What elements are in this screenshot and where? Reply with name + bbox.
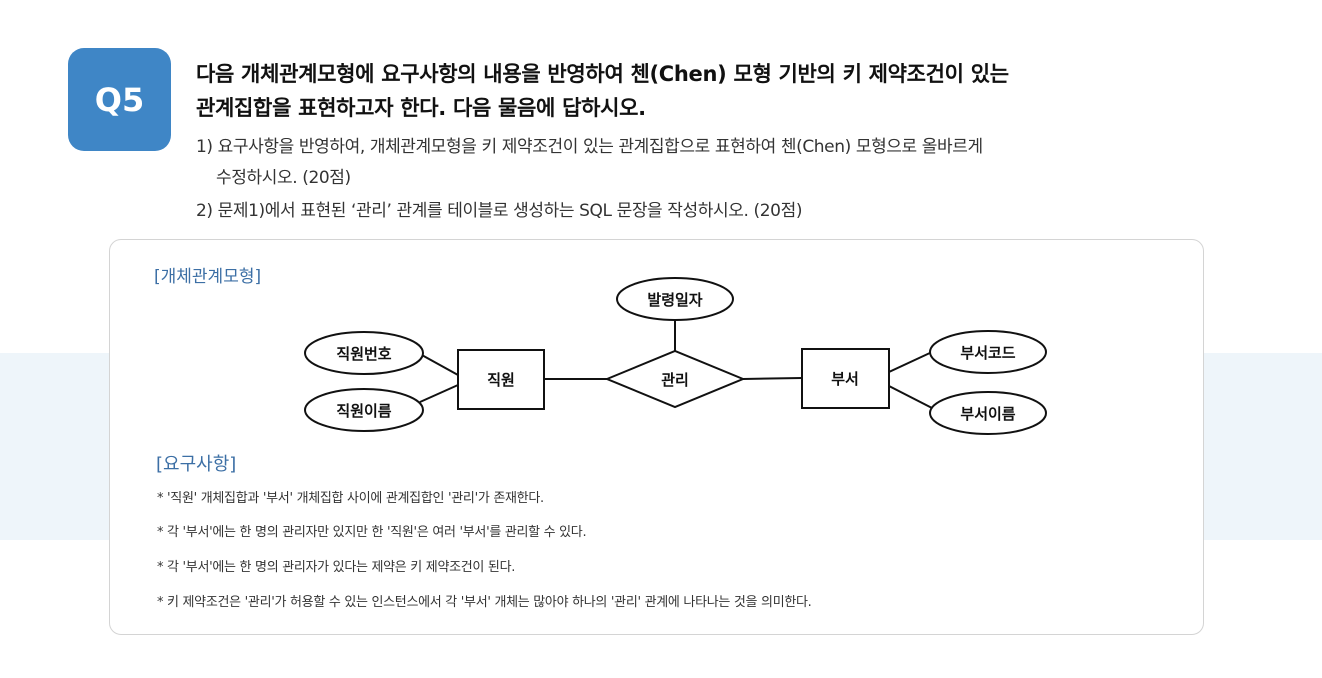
question-badge: Q5 <box>68 48 171 151</box>
attr-emp-name-label: 직원이름 <box>336 402 391 420</box>
subquestion-1-line1: 1) 요구사항을 반영하여, 개체관계모형을 키 제약조건이 있는 관계집합으로… <box>196 137 983 157</box>
attr-dept-code-label: 부서코드 <box>960 344 1015 362</box>
diagram-section-label: [개체관계모형] <box>154 267 262 287</box>
entity-department-label: 부서 <box>831 370 859 388</box>
relationship-manage-label: 관리 <box>661 371 689 389</box>
attr-dept-name-shape <box>929 391 1047 435</box>
requirement-item: * 각 '부서'에는 한 명의 관리자만 있지만 한 '직원'은 여러 '부서'… <box>157 525 587 540</box>
entity-employee-shape <box>457 349 545 410</box>
subquestion-2: 2) 문제1)에서 표현된 ‘관리’ 관계를 테이블로 생성하는 SQL 문장을… <box>196 201 803 221</box>
relationship-manage-shape <box>604 349 746 409</box>
attr-emp-no-label: 직원번호 <box>336 345 391 363</box>
attr-issue-date-shape <box>616 277 734 321</box>
requirement-item: * '직원' 개체집합과 '부서' 개체집합 사이에 관계집합인 '관리'가 존… <box>157 491 544 506</box>
connector-emp-no <box>419 353 459 376</box>
entity-department-shape <box>801 348 890 409</box>
question-title-line1: 다음 개체관계모형에 요구사항의 내용을 반영하여 첸(Chen) 모형 기반의… <box>196 62 1009 86</box>
connector-dept-name <box>888 385 933 409</box>
attr-dept-name-label: 부서이름 <box>960 405 1015 423</box>
attr-emp-no-shape <box>304 331 424 375</box>
attr-issue-date-label: 발령일자 <box>647 291 702 309</box>
connector-rel-dept <box>742 377 803 380</box>
attr-dept-code-shape <box>929 330 1047 374</box>
subquestion-1-line2: 수정하시오. (20점) <box>216 168 351 188</box>
requirement-item: * 키 제약조건은 '관리'가 허용할 수 있는 인스턴스에서 각 '부서' 개… <box>157 595 812 610</box>
requirement-item: * 각 '부서'에는 한 명의 관리자가 있다는 제약은 키 제약조건이 된다. <box>157 560 516 575</box>
connector-dept-code <box>888 351 933 373</box>
attr-emp-name-shape <box>304 388 424 432</box>
requirements-section-label: [요구사항] <box>156 454 237 475</box>
question-title-line2: 관계집합을 표현하고자 한다. 다음 물음에 답하시오. <box>196 96 646 120</box>
connector-emp-name <box>419 384 459 403</box>
entity-employee-label: 직원 <box>487 371 515 389</box>
